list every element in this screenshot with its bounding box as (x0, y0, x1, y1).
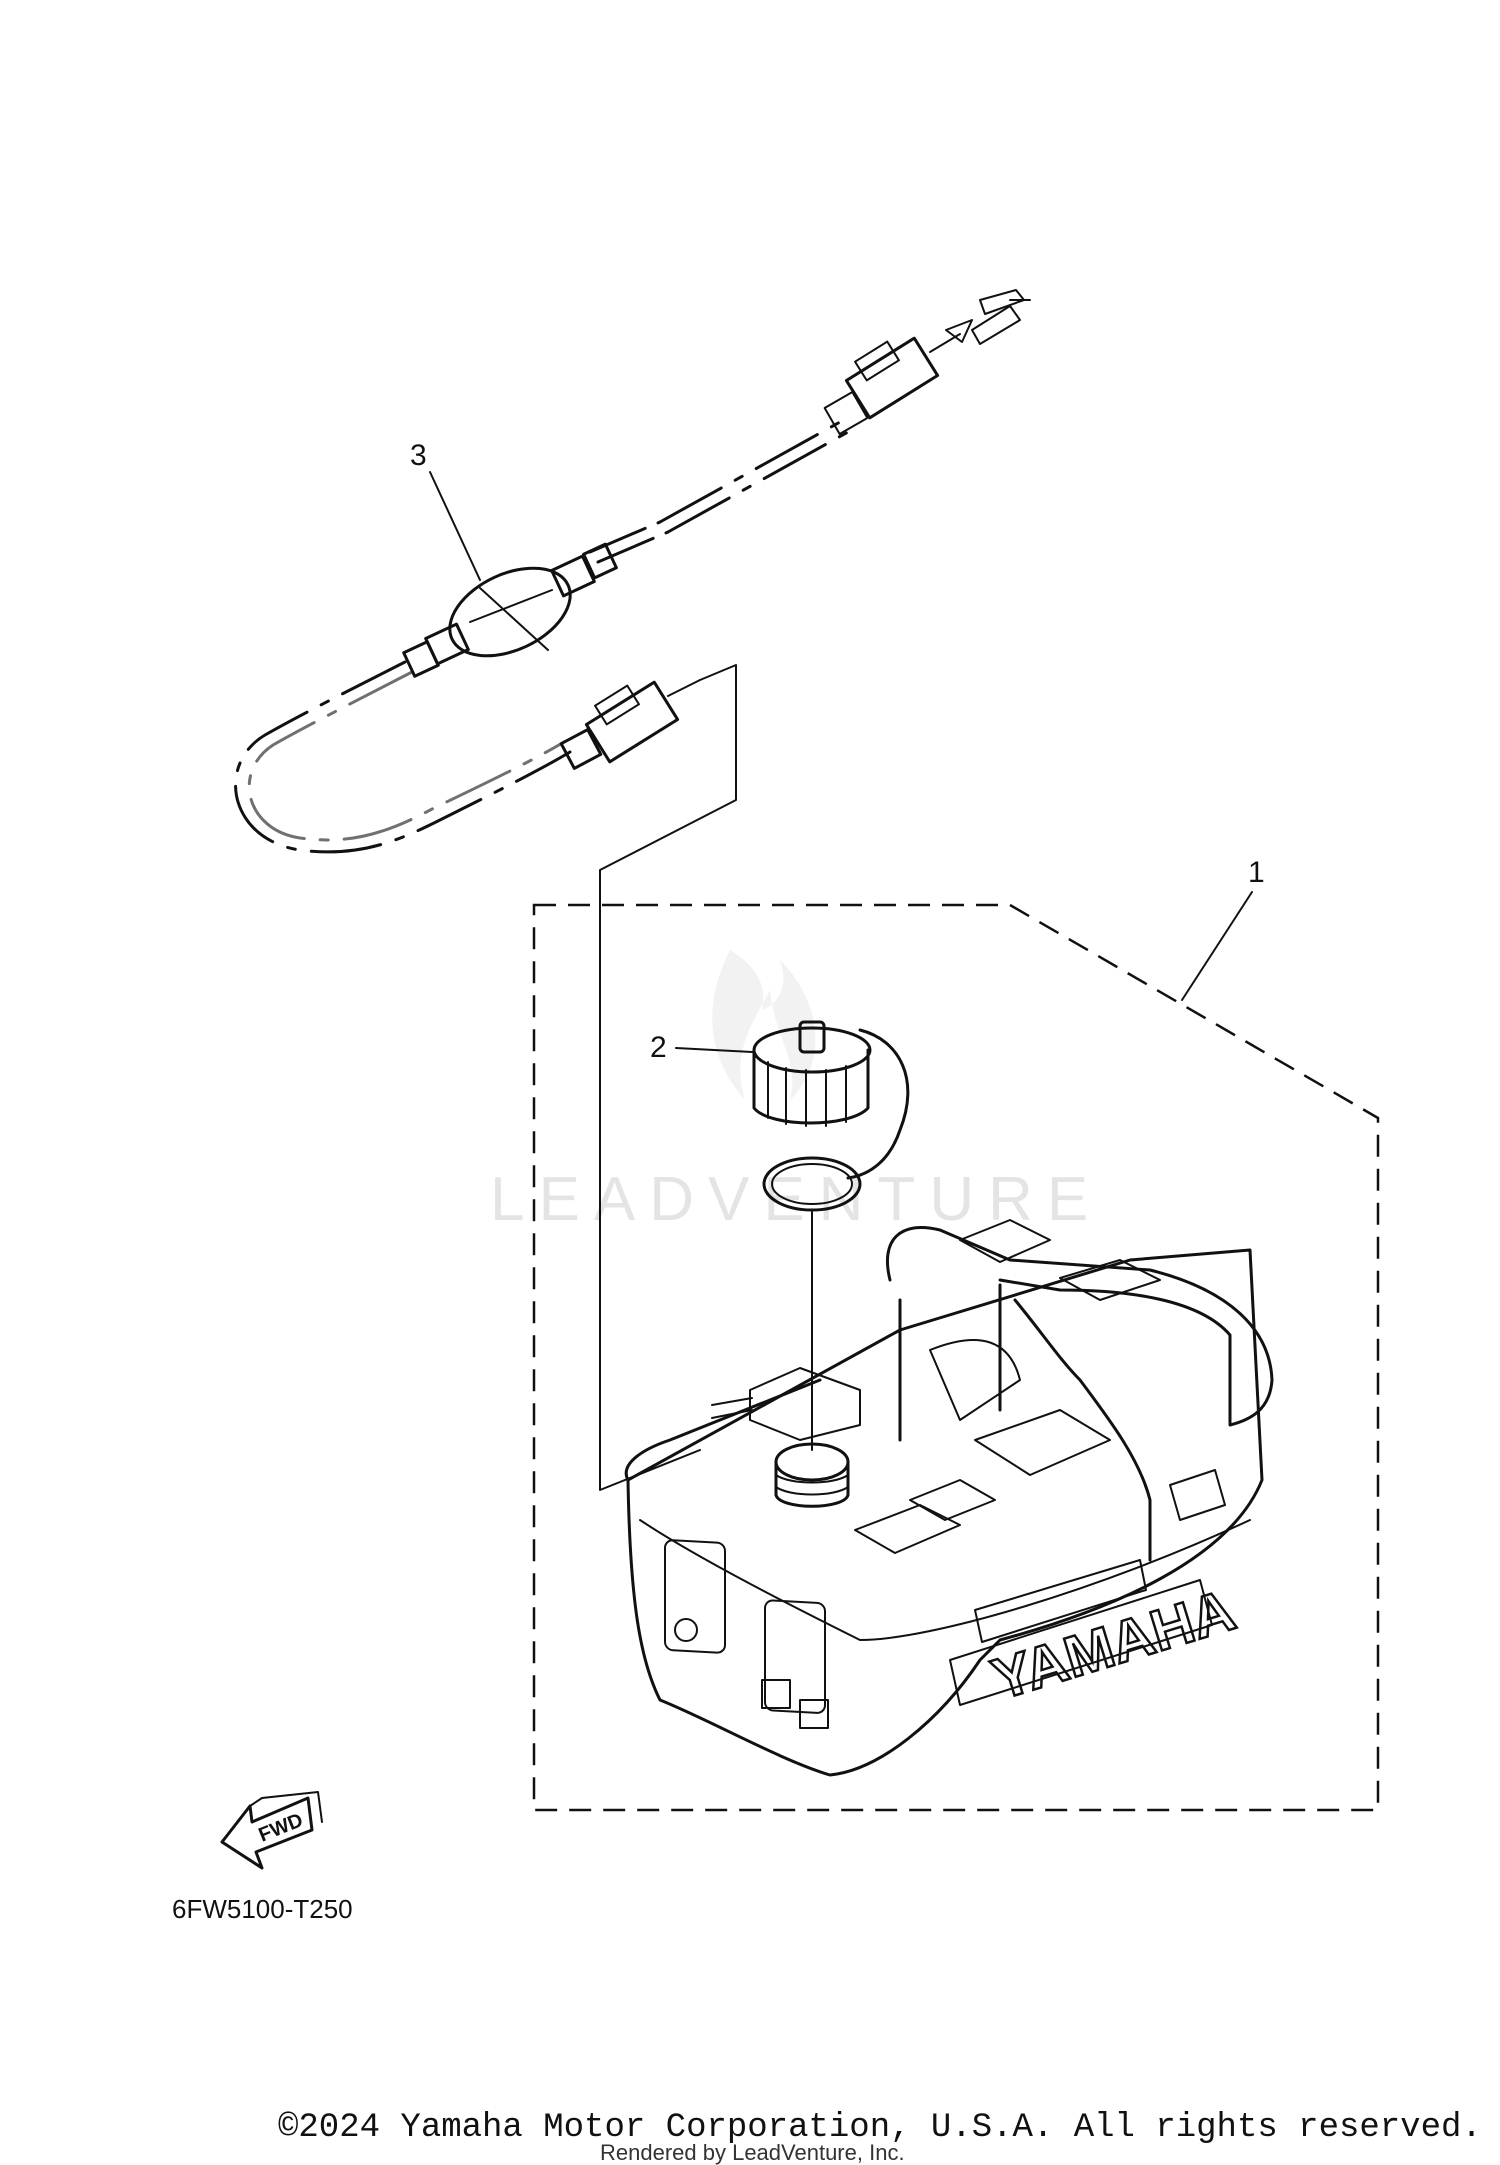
flame-logo-icon (712, 950, 816, 1100)
callout-number-2: 2 (650, 1031, 667, 1064)
diagram-code: 6FW5100-T250 (172, 1894, 353, 1924)
watermark: LEADVENTURE (490, 950, 1102, 1234)
tank-brand-text: YAMAHA (985, 1577, 1242, 1712)
callout-3: 3 (410, 439, 481, 581)
tank-assembly-boundary (532, 903, 1380, 1812)
copyright-text: ©2024 Yamaha Motor Corporation, U.S.A. A… (278, 2109, 1482, 2147)
rendered-by-text: Rendered by LeadVenture, Inc. (600, 2140, 905, 2165)
fuel-tank: YAMAHA (624, 1219, 1274, 1777)
callout-2: 2 (650, 1031, 753, 1064)
callout-1: 1 (1181, 856, 1265, 1001)
callout-number-3: 3 (410, 439, 427, 472)
fwd-arrow-icon: FWD (220, 1791, 323, 1870)
watermark-text: LEADVENTURE (490, 1165, 1102, 1234)
fuel-cap (752, 1020, 910, 1451)
fuel-line-assembly (234, 289, 1031, 1491)
callout-number-1: 1 (1248, 856, 1265, 889)
